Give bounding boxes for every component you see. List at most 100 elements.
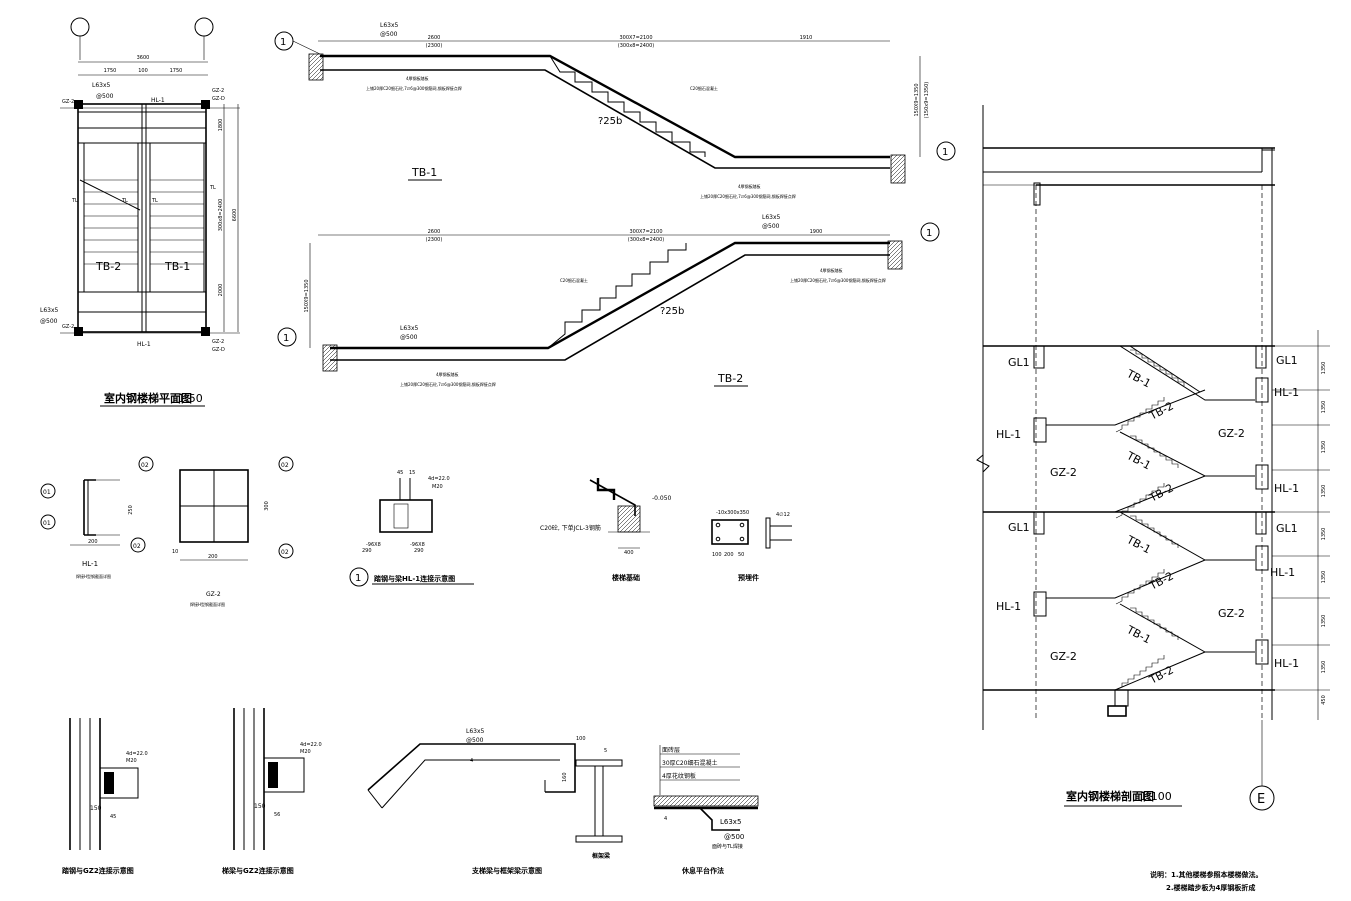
section-label-gl1: GL1 (1008, 356, 1030, 369)
detail-bubble (40, 483, 56, 499)
plan-column-label: GZ-D (212, 347, 225, 353)
section-label-tb1: TB-1 (1124, 623, 1153, 647)
hl1-dim-h: 250 (128, 505, 134, 515)
tb1-dim: 1910 (800, 35, 813, 41)
plan-scale: 1:50 (178, 392, 203, 405)
axis-bubble (70, 17, 90, 37)
section-title: 室内钢楼梯剖面图 (1066, 789, 1154, 803)
tb1-channel: ?25b (598, 116, 622, 127)
tb1-note-plate: 4厚钢板踏板 (738, 183, 761, 189)
tb1-axis-number: 1 (942, 147, 948, 158)
detail-conn-gz2b: 4d=22.0 M20 150 56 梯梁与GZ2连接示意图 (222, 708, 322, 875)
detail-conn-gz2a: 4d=22.0 M20 150 45 踏钢与GZ2连接示意图 (62, 718, 148, 875)
section-label-hl1: HL-1 (1270, 566, 1295, 579)
detail-embed: -10x300x350 4∅12 100 200 50 预埋件 (711, 510, 792, 582)
tb1-elevation: 1 L63x5 @500 2600 (2300) 300X7=2100 (300… (274, 22, 956, 199)
tb1-axis-number: 1 (280, 37, 286, 48)
gz2-detail-ref: 02 (133, 543, 141, 550)
conn1-bolt: M20 (432, 484, 443, 490)
section-label-hl1: HL-1 (1274, 482, 1299, 495)
embed-plate: -10x300x350 (716, 510, 749, 516)
plan-tl-label: TL (71, 198, 78, 204)
gz2a-dim: 45 (110, 814, 116, 820)
plan-spacing-label: @500 (96, 93, 114, 100)
gz2a-dim: 4d=22.0 (126, 751, 148, 757)
plan-beam-label: HL-1 (137, 341, 151, 348)
hl1-detail-label: HL-1 (82, 560, 98, 568)
tb1-note-bar: 上铺20厚C20细石砼,7∅6@300钢筋网,钢板焊接点焊 (700, 193, 796, 199)
platform-caption: 休息平台作法 (681, 866, 724, 875)
tb1-dim: 2600 (428, 35, 441, 41)
section-label-hl1: HL-1 (996, 600, 1021, 613)
platform-dim: 4 (664, 816, 667, 822)
axis-bubble (920, 222, 940, 242)
tb2-note-bar: 上铺20厚C20细石砼,7∅6@300钢筋网,钢板焊接点焊 (400, 381, 496, 387)
foundation-caption: 楼梯基础 (612, 573, 640, 582)
tb1-support (890, 154, 906, 184)
tb2-axis-number: 1 (283, 333, 289, 344)
tb1-slab-bottom (320, 69, 890, 169)
section-label-gl1: GL1 (1276, 522, 1298, 535)
embed-bar: 4∅12 (776, 512, 790, 518)
tb2-angle-label: L63x5 (762, 214, 781, 221)
section-label-hl1: HL-1 (1274, 386, 1299, 399)
plan-dim-right-total: 6600 (232, 209, 238, 222)
plan-angle-label: L63x5 (40, 307, 59, 314)
tb2-dim: 300X7=2100 (629, 229, 662, 235)
gz2-detail-ref: 02 (281, 549, 289, 556)
tb2-support (322, 344, 338, 372)
tb2-channel: ?25b (660, 306, 684, 317)
tb2-spacing-label: @500 (762, 223, 780, 230)
plan-dim-total: 3600 (137, 55, 150, 61)
platform-layer: 30厚C20细石混凝土 (662, 759, 717, 767)
platform-layer: 面砖层 (662, 746, 680, 754)
section-axis: E (1257, 792, 1265, 807)
section-dim: 1350 (1321, 615, 1327, 628)
gz2-detail-ref: 02 (141, 462, 149, 469)
gz2-dim-h: 300 (264, 501, 270, 511)
section-label-gl1: GL1 (1276, 354, 1298, 367)
embed-caption: 预埋件 (738, 573, 759, 582)
plan-dim-right: 2000 (218, 284, 224, 297)
frame-dim: 5 (604, 748, 607, 754)
gz2a-caption: 踏钢与GZ2连接示意图 (62, 866, 134, 875)
conn1-dim: 4d=22.0 (428, 476, 450, 482)
hl1-dim-w: 200 (88, 539, 98, 545)
tb1-support (308, 53, 324, 81)
section-label-gz2: GZ-2 (1050, 650, 1077, 663)
tb2-slab-top (330, 241, 890, 350)
section-scale: 1:100 (1140, 790, 1172, 803)
frame-caption: 支梯梁与框架梁示意图 (471, 866, 542, 875)
section-label-tb1: TB-1 (1124, 449, 1153, 473)
plan-tl-label: TL (209, 185, 216, 191)
plan-column-label: GZ-2 (212, 339, 224, 345)
conn1-num: 1 (355, 573, 361, 584)
tb2-note-plate: 4厚钢板踏板 (820, 267, 843, 273)
axis-bubble (194, 17, 214, 37)
detail-bubble (40, 514, 56, 530)
detail-frame: L63x5 @500 100 5 4 160 框架梁 支梯梁与框架梁示意图 (367, 728, 623, 875)
section-label-gl1: GL1 (1008, 521, 1030, 534)
plan-column-label: GZ-2 (62, 324, 74, 330)
tb1-dim: (300x8=2400) (618, 43, 655, 49)
tb2-support (887, 240, 903, 270)
plan-dim-part: 1750 (170, 68, 183, 74)
plan-dim-right: 1800 (218, 119, 224, 132)
gz2b-dim: 4d=22.0 (300, 742, 322, 748)
gz2b-bolt: M20 (300, 749, 311, 755)
column-mark (201, 327, 210, 336)
tb2-slab-bottom (330, 254, 890, 361)
gz2-detail-ref: 02 (281, 462, 289, 469)
plan-dim-part: 100 (138, 68, 148, 74)
tb1-dim: 300X7=2100 (619, 35, 652, 41)
tb2-title: TB-2 (717, 372, 743, 385)
section-dim: 1350 (1321, 362, 1327, 375)
gz2-detail-label: GZ-2 (206, 591, 221, 598)
section-dim: 1350 (1321, 485, 1327, 498)
embed-dim: 100 (712, 552, 722, 558)
gz2b-dim: 56 (274, 812, 280, 818)
column-mark (201, 100, 210, 109)
section-label-hl1: HL-1 (1274, 657, 1299, 670)
section-label-gz2: GZ-2 (1218, 607, 1245, 620)
